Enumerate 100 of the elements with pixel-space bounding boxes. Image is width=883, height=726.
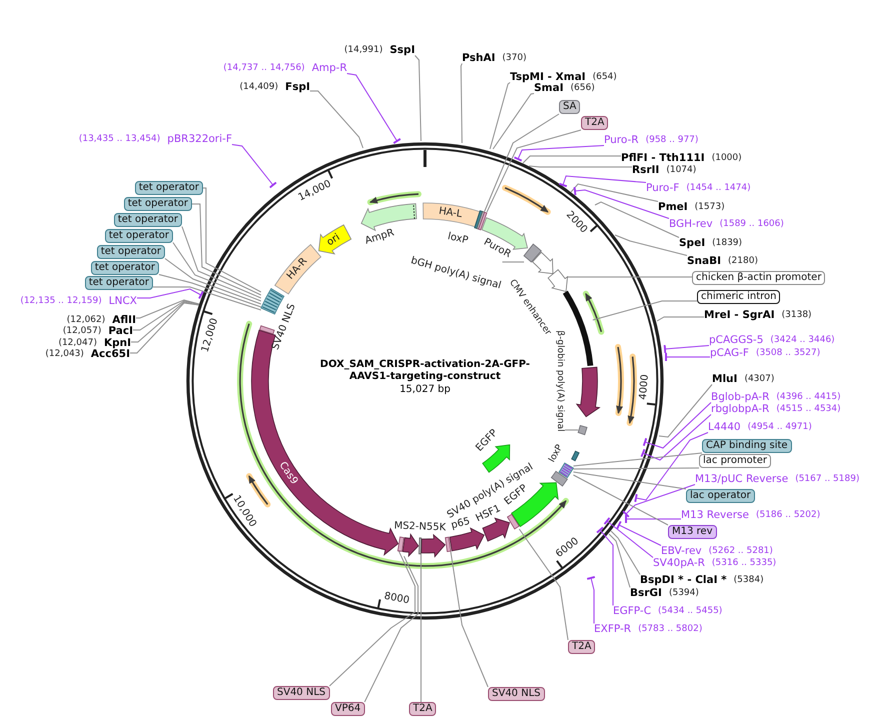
- primer-position: (958 .. 977): [646, 134, 698, 146]
- feature-bar: [563, 290, 594, 366]
- feature-tag: tet operator: [96, 244, 165, 258]
- feature-tag: tet operator: [84, 276, 153, 290]
- cut-site-position: (12,057): [62, 326, 102, 337]
- primer-position: (13,435 .. 13,454): [78, 134, 160, 144]
- leader-line: [420, 553, 422, 702]
- primer-name: M13 Reverse: [681, 510, 749, 520]
- plasmid-name: DOX_SAM_CRISPR-activation-2A-GFP-AAVS1-targeting-construct: [319, 359, 531, 383]
- primer-name: L4440: [708, 422, 741, 432]
- enzyme-name: MreI - SgrAI: [704, 310, 775, 320]
- primer-name: Bglob-pA-R: [711, 392, 770, 402]
- primer-position: (3424 .. 3446): [770, 334, 835, 346]
- leader-line: [586, 576, 596, 624]
- leader-line: [486, 130, 582, 213]
- primer-name: Puro-R: [604, 134, 639, 146]
- feature-tag: chimeric intron: [697, 290, 780, 304]
- primer-name: pCAGGS-5: [709, 334, 764, 346]
- leader-line: [642, 402, 712, 449]
- primer-name: rbglobpA-R: [711, 404, 770, 414]
- primer-name: pBR322ori-F: [167, 134, 232, 144]
- leader-line: [490, 82, 510, 150]
- leader-line: [513, 145, 604, 162]
- cut-site-position: (1573): [694, 202, 725, 212]
- enzyme-name: BsrGI: [630, 588, 662, 598]
- feature-box: [524, 244, 542, 262]
- cut-site-position: (12,047): [58, 338, 97, 348]
- enzyme-name: PmeI: [658, 202, 688, 212]
- leader-line: [572, 452, 702, 466]
- primer-name: EXFP-R: [594, 624, 632, 634]
- leader-line: [596, 526, 614, 606]
- feature-tag: T2A: [581, 116, 608, 130]
- feature-segment: [507, 514, 520, 530]
- feature-tag: CAP binding site: [702, 439, 792, 453]
- feature-tag: chicken β-actin promoter: [692, 271, 826, 285]
- cut-site-position: (3138): [782, 310, 812, 320]
- cut-site-position: (1074): [666, 164, 696, 176]
- feature-label: HSF1: [474, 503, 502, 524]
- enzyme-name: Acc65I: [90, 349, 130, 360]
- feature-segment: [418, 538, 422, 554]
- leader-line: [528, 166, 632, 168]
- feature-tag: SV40 NLS: [488, 687, 544, 701]
- feature-tag: lac operator: [686, 489, 755, 503]
- leader-line: [658, 384, 712, 438]
- cut-site-position: (654): [592, 72, 617, 82]
- cut-site-position: (12,043): [45, 349, 84, 360]
- primer-position: (5316 .. 5335): [712, 558, 776, 568]
- enzyme-name: PflFI - Tth111I: [621, 152, 705, 164]
- feature-label: bGH poly(A) signal: [410, 255, 502, 292]
- enzyme-name: RsrII: [632, 164, 660, 176]
- leader-line: [616, 520, 662, 546]
- leader-line: [192, 204, 262, 296]
- primer-position: (5434 .. 5455): [658, 606, 722, 616]
- leader-line: [522, 156, 622, 164]
- leader-line: [484, 114, 560, 212]
- leader-line: [664, 344, 710, 354]
- enzyme-name: PacI: [108, 326, 133, 337]
- leader-line: [594, 201, 680, 238]
- feature-label: loxP: [446, 231, 470, 246]
- feature-segment: [478, 212, 488, 230]
- cut-site-position: (14,409): [240, 82, 278, 92]
- cut-site-position: (4307): [744, 374, 774, 384]
- leader-line: [202, 188, 262, 292]
- feature-label: β-globin poly(A) signal: [555, 330, 565, 432]
- leader-line: [572, 474, 668, 526]
- leader-line: [172, 242, 262, 302]
- leader-line: [622, 484, 696, 518]
- feature-tag: SA: [559, 100, 580, 114]
- enzyme-name: FspI: [285, 82, 310, 92]
- primer-position: (3508 .. 3527): [756, 348, 820, 358]
- leader-line: [574, 186, 670, 219]
- cut-site-position: (1000): [712, 152, 742, 164]
- cut-site-position: (14,991): [344, 44, 383, 56]
- primer-position: (4515 .. 4534): [776, 404, 841, 414]
- leader-line: [625, 514, 682, 524]
- leader-line: [164, 258, 262, 304]
- leader-line: [567, 276, 692, 278]
- leader-line: [329, 550, 416, 686]
- leader-line: [604, 516, 654, 558]
- leader-line: [634, 432, 708, 503]
- feature-tag: T2A: [568, 640, 596, 654]
- cut-site-position: (1839): [712, 238, 742, 248]
- leader-line: [610, 530, 640, 575]
- primer-position: (5783 .. 5802): [638, 624, 702, 634]
- primer-position: (5167 .. 5189): [795, 474, 860, 484]
- feature-label: ori: [325, 232, 342, 248]
- leader-line: [310, 90, 364, 148]
- feature-tag: tet operator: [124, 196, 192, 210]
- primer-position: (5262 .. 5281): [708, 546, 773, 556]
- cut-site-position: (656): [570, 82, 595, 94]
- leader-line: [656, 316, 704, 322]
- enzyme-name: SnaBI: [687, 256, 722, 266]
- leader-line: [614, 234, 688, 256]
- feature-tag: tet operator: [114, 212, 182, 226]
- plasmid-size: 15,027 bp: [400, 384, 450, 396]
- scale-label: 12,000: [200, 316, 220, 354]
- feature-tag: VP64: [331, 702, 365, 716]
- primer-position: (1454 .. 1474): [686, 182, 751, 194]
- leader-line: [136, 288, 204, 300]
- leader-line: [572, 468, 700, 470]
